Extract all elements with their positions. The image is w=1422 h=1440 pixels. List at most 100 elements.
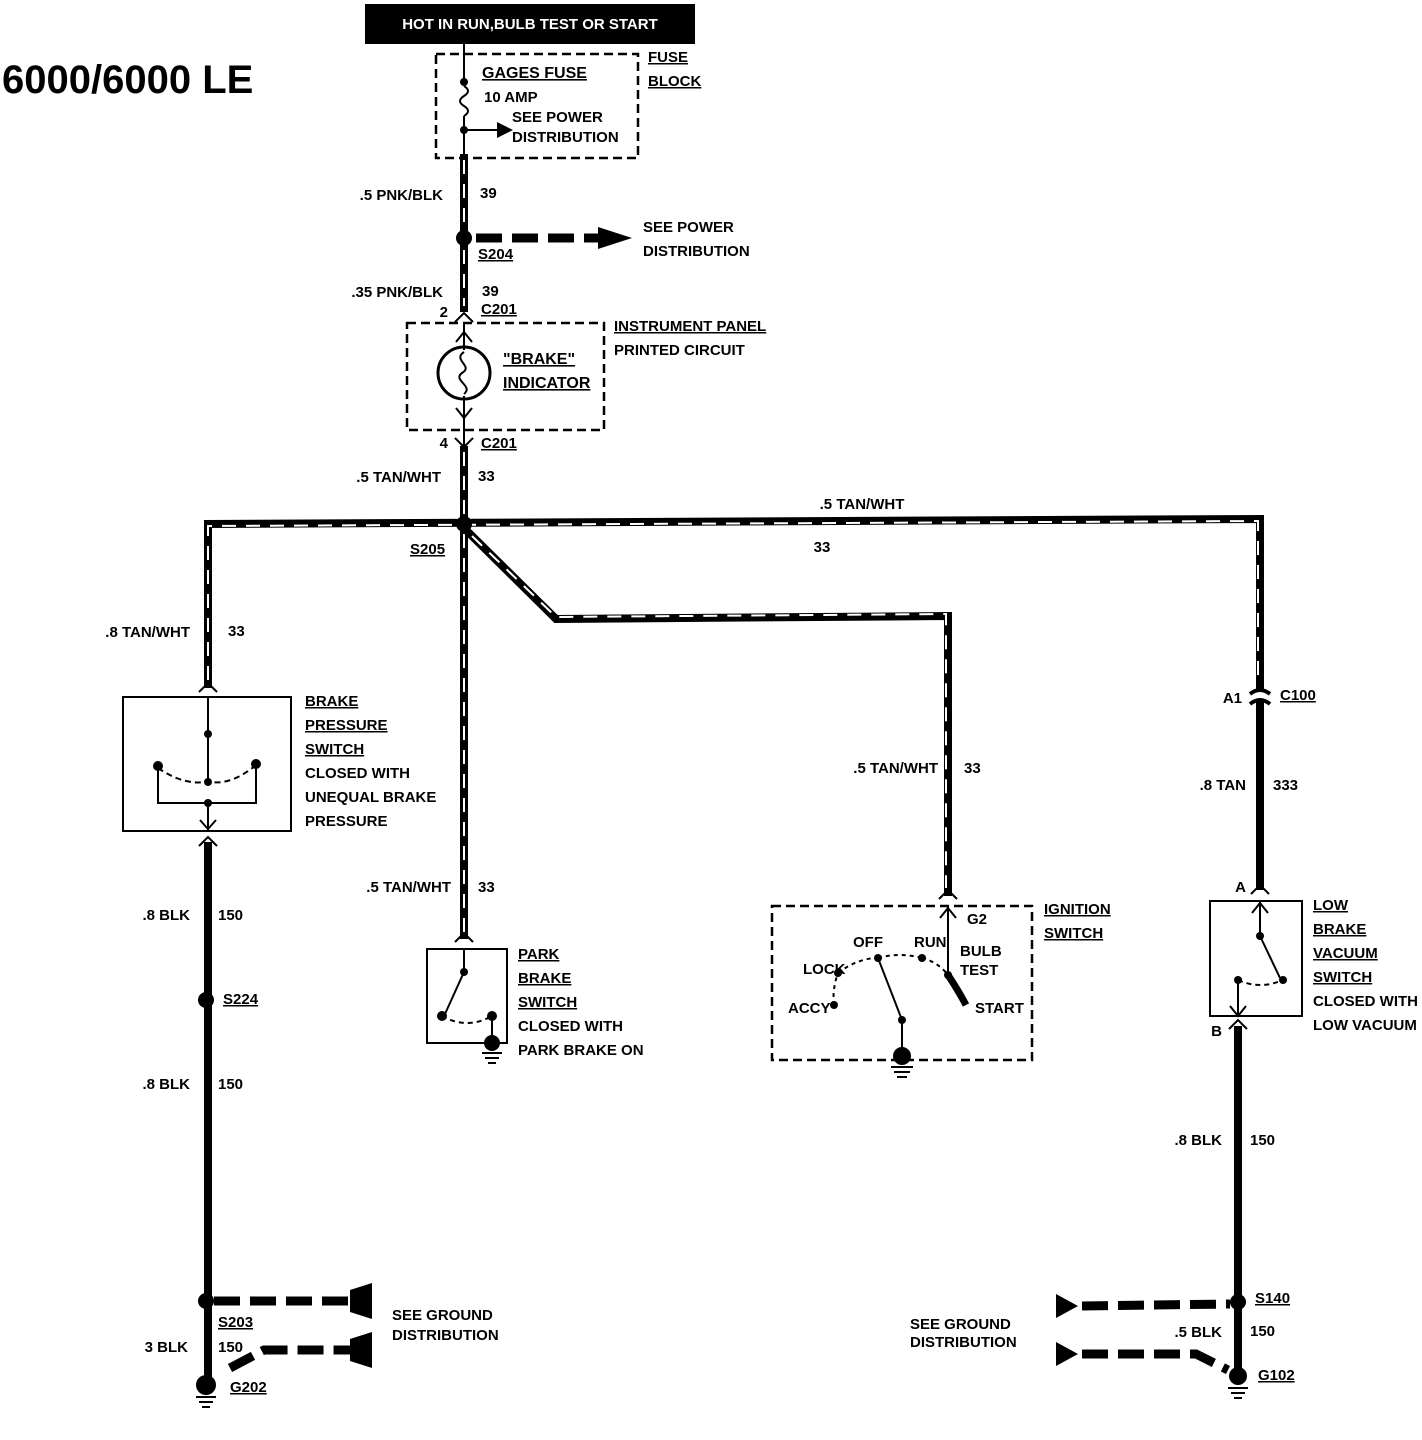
vac-pin-b: B <box>1211 1023 1222 1040</box>
ground-g102-label: G102 <box>1258 1367 1295 1384</box>
wire-vacuum: .8 TAN 333 <box>1200 700 1298 890</box>
brake-indicator-lamp-icon <box>436 345 492 401</box>
wire-blk1-circuit: 150 <box>218 907 243 924</box>
ign-label-2: SWITCH <box>1044 925 1103 942</box>
fuse-note-1: SEE POWER <box>512 109 603 126</box>
splice-s205-label: S205 <box>410 541 445 558</box>
see-ground-left: SEE GROUND DISTRIBUTION <box>214 1283 499 1372</box>
wire-park-gauge: .5 TAN/WHT <box>366 879 451 896</box>
indicator-label-1: "BRAKE" <box>503 351 575 368</box>
vac-pin-a: A <box>1235 879 1246 896</box>
splice-s203-label: S203 <box>218 1314 253 1331</box>
lbv-label-1: LOW <box>1313 897 1349 914</box>
splice-s224-label: S224 <box>223 991 259 1008</box>
wire-top-circuit: 33 <box>814 539 831 556</box>
splice-s140-label: S140 <box>1255 1290 1290 1307</box>
wire-blk2-gauge: .8 BLK <box>142 1076 190 1093</box>
wire-fuse-s204: .5 PNK/BLK 39 <box>360 154 497 241</box>
wire-top-gauge: .5 TAN/WHT <box>820 496 905 513</box>
see-ground-left-1: SEE GROUND <box>392 1307 493 1324</box>
wire-right-ground: .8 BLK 150 S140 .5 BLK 150 G102 <box>1174 1026 1295 1399</box>
wire-left-ground: .8 BLK 150 S224 .8 BLK 150 S203 3 BLK 15… <box>142 842 267 1408</box>
wire-ign-circuit: 33 <box>964 760 981 777</box>
ign-run: RUN <box>914 934 947 951</box>
park-brake-switch: PARK BRAKE SWITCH CLOSED WITH PARK BRAKE… <box>426 931 644 1064</box>
wire-blk1-gauge: .8 BLK <box>142 907 190 924</box>
c100-name: C100 <box>1280 687 1316 704</box>
wire-left-gauge: .8 TAN/WHT <box>105 624 190 641</box>
fuse-note-2: DISTRIBUTION <box>512 129 619 146</box>
see-power-label-1: SEE POWER <box>643 219 734 236</box>
ign-label-1: IGNITION <box>1044 901 1111 918</box>
banner-text: HOT IN RUN,BULB TEST OR START <box>402 16 658 33</box>
c201-top-pin: 2 <box>440 304 448 321</box>
wire-left-circuit: 33 <box>228 623 245 640</box>
fuse-block: GAGES FUSE 10 AMP SEE POWER DISTRIBUTION… <box>434 44 701 160</box>
pbs-label-1: PARK <box>518 946 560 963</box>
wire-blk4-circuit: 150 <box>1250 1132 1275 1149</box>
splice-s140 <box>1230 1294 1246 1310</box>
wire-blk5-circuit: 150 <box>1250 1323 1275 1340</box>
splice-s203 <box>198 1293 214 1309</box>
wire-vac-circuit: 333 <box>1273 777 1298 794</box>
power-banner: HOT IN RUN,BULB TEST OR START <box>365 4 695 44</box>
wire-s204-circuit: 39 <box>482 283 499 300</box>
wire-fuse-circuit: 39 <box>480 185 497 202</box>
ground-g102-icon <box>1229 1367 1247 1385</box>
brake-pressure-switch: BRAKE PRESSURE SWITCH CLOSED WITH UNEQUA… <box>122 681 436 847</box>
wire-blk5-gauge: .5 BLK <box>1174 1324 1222 1341</box>
wire-vac-gauge: .8 TAN <box>1200 777 1246 794</box>
ign-accy: ACCY <box>788 1000 831 1017</box>
wire-blk4-gauge: .8 BLK <box>1174 1132 1222 1149</box>
ign-g2: G2 <box>967 911 987 928</box>
diagram-title: 6000/6000 LE <box>2 58 253 102</box>
wire-c201-s205: .5 TAN/WHT 33 <box>356 446 495 528</box>
lbv-label-4: SWITCH <box>1313 969 1372 986</box>
bps-label-4: CLOSED WITH <box>305 765 410 782</box>
pbs-label-3: SWITCH <box>518 994 577 1011</box>
splice-s224 <box>198 992 214 1008</box>
ign-off: OFF <box>853 934 883 951</box>
pbs-label-4: CLOSED WITH <box>518 1018 623 1035</box>
low-vacuum-switch: A B LOW BRAKE VACUUM SWITCH CLOSED WITH … <box>1209 879 1418 1040</box>
connector-c100: A1 C100 <box>1223 687 1316 707</box>
wire-ign-gauge: .5 TAN/WHT <box>853 760 938 777</box>
lbv-label-5: CLOSED WITH <box>1313 993 1418 1010</box>
wire-s204-gauge: .35 PNK/BLK <box>351 284 443 301</box>
lbv-label-2: BRAKE <box>1313 921 1366 938</box>
see-power-arrow: SEE POWER DISTRIBUTION <box>476 219 750 260</box>
wire-blk2-circuit: 150 <box>218 1076 243 1093</box>
wire-blk3-gauge: 3 BLK <box>145 1339 189 1356</box>
wire-bus: .5 TAN/WHT 33 .8 TAN/WHT 33 <box>105 496 1264 690</box>
lbv-label-6: LOW VACUUM <box>1313 1017 1417 1034</box>
wire-ignition: .5 TAN/WHT 33 <box>462 526 981 896</box>
panel-label-1: INSTRUMENT PANEL <box>614 318 766 335</box>
connector-c201-bottom: 4 C201 <box>440 430 517 452</box>
wire-park-brake: .5 TAN/WHT 33 <box>366 526 495 939</box>
fuse-block-label-1: FUSE <box>648 49 688 66</box>
ign-lock: LOCK <box>803 961 846 978</box>
c201-bottom-pin: 4 <box>440 435 449 452</box>
wire-blk3-circuit: 150 <box>218 1339 243 1356</box>
wire-s204-c201: .35 PNK/BLK 39 <box>351 242 499 312</box>
c100-pin: A1 <box>1223 690 1242 707</box>
bps-label-3: SWITCH <box>305 741 364 758</box>
ign-bulb: BULB <box>960 943 1002 960</box>
c201-bottom-name: C201 <box>481 435 517 452</box>
lbv-label-3: VACUUM <box>1313 945 1378 962</box>
bps-label-1: BRAKE <box>305 693 358 710</box>
fuse-rating: 10 AMP <box>484 89 538 106</box>
ign-start: START <box>975 1000 1024 1017</box>
bps-label-2: PRESSURE <box>305 717 388 734</box>
ign-ground-icon <box>893 1047 911 1065</box>
pbs-label-5: PARK BRAKE ON <box>518 1042 644 1059</box>
panel-label-2: PRINTED CIRCUIT <box>614 342 745 359</box>
bps-label-6: PRESSURE <box>305 813 388 830</box>
splice-s204-label: S204 <box>478 246 514 263</box>
bps-label-5: UNEQUAL BRAKE <box>305 789 436 806</box>
connector-c201-top: 2 C201 <box>440 301 517 323</box>
wire-fuse-gauge: .5 PNK/BLK <box>360 187 444 204</box>
fuse-terminal-top <box>460 78 468 86</box>
